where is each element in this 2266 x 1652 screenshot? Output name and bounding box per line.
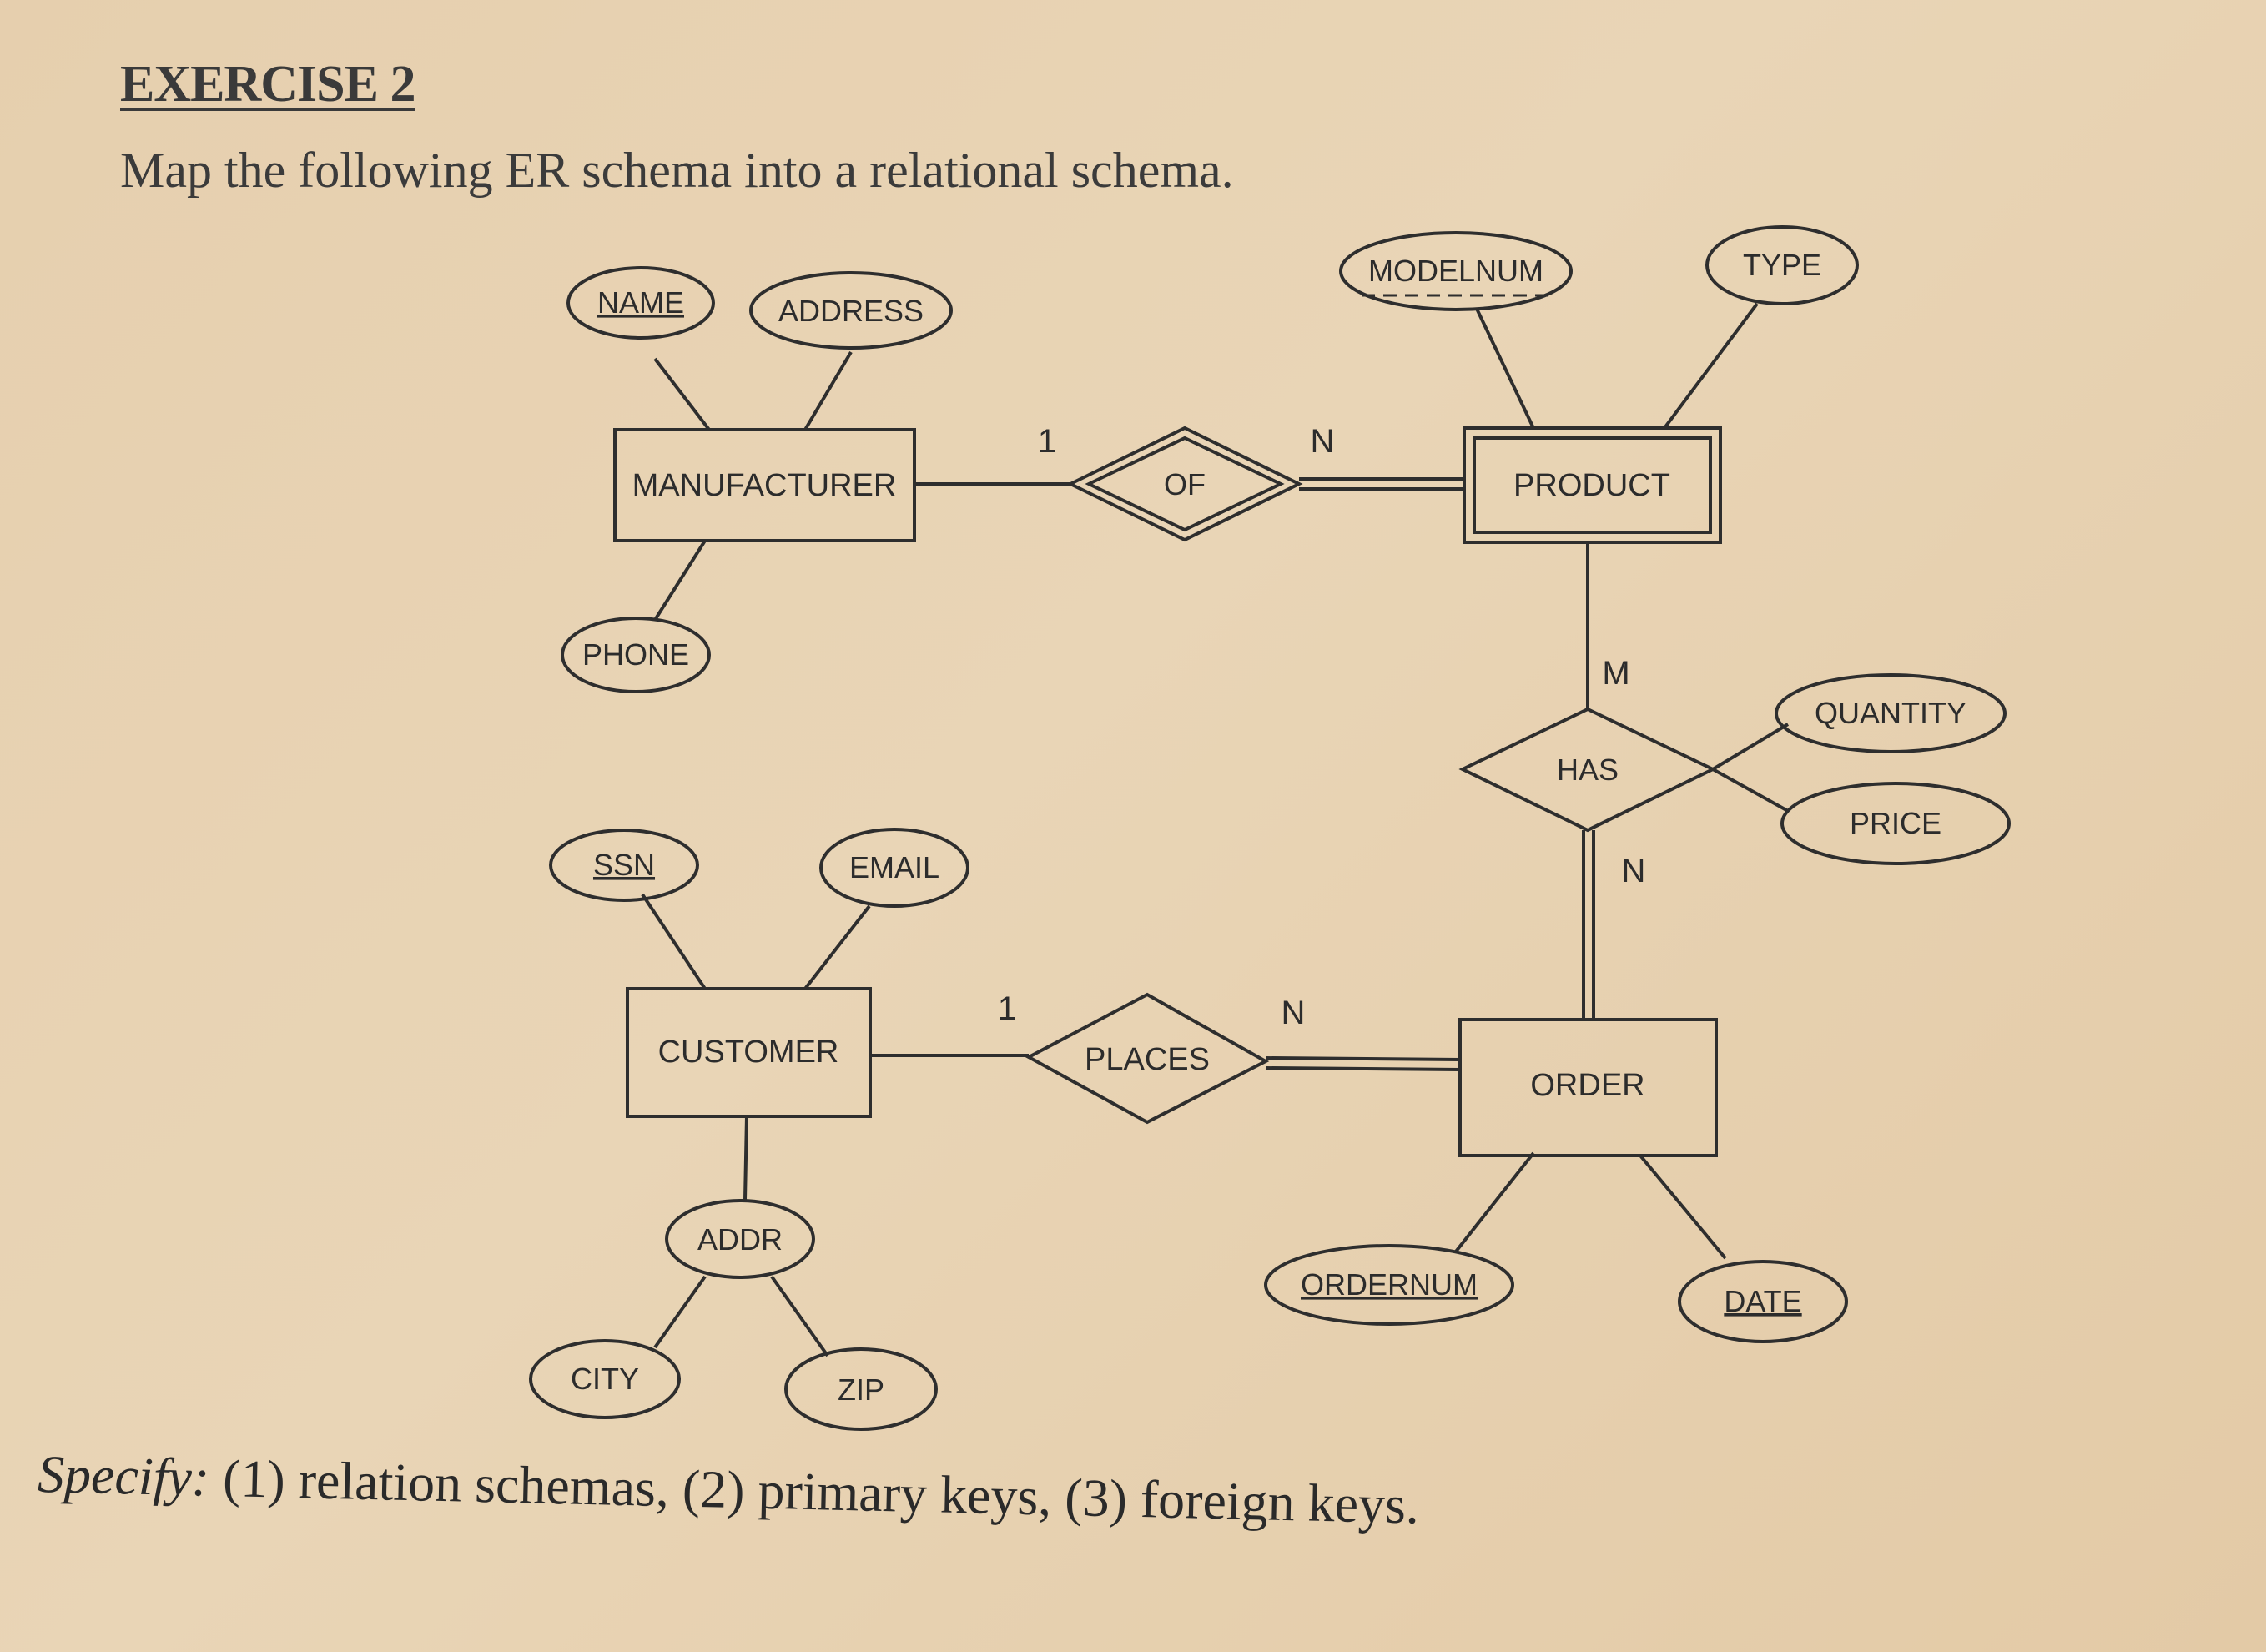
places-relationship-diamond <box>1025 992 1270 1125</box>
manufacturer-entity-label: MANUFACTURER <box>632 468 897 503</box>
zip-attribute-oval <box>784 1347 938 1431</box>
phone-attribute-label: PHONE <box>582 637 689 672</box>
address-attribute-label: ADDRESS <box>778 294 924 328</box>
places-relationship-label: PLACES <box>1085 1042 1210 1077</box>
places-customer-cardinality: 1 <box>998 990 1016 1027</box>
of-relationship-outer <box>1066 426 1303 542</box>
zip-attribute-link <box>770 1275 829 1357</box>
product-entity-box-inner <box>1473 436 1712 534</box>
date-attribute-label: DATE <box>1724 1284 1801 1318</box>
name-attribute-label: NAME <box>597 285 684 320</box>
quantity-attribute-oval <box>1775 673 2007 753</box>
city-attribute-label: CITY <box>571 1362 639 1396</box>
zip-attribute-label: ZIP <box>838 1372 884 1407</box>
modelnum-attribute-oval <box>1339 231 1573 311</box>
product-entity-box-outer <box>1463 426 1722 544</box>
places-order-cardinality: N <box>1282 995 1306 1031</box>
order-entity-label: ORDER <box>1530 1068 1644 1103</box>
ordernum-attribute-label: ORDERNUM <box>1301 1267 1478 1302</box>
email-attribute-label: EMAIL <box>849 850 939 884</box>
quantity-attribute-link <box>1711 723 1790 771</box>
specify-label: Specify: <box>37 1443 211 1508</box>
type-attribute-oval <box>1705 225 1859 305</box>
date-attribute-oval <box>1678 1260 1848 1343</box>
ssn-attribute-label: SSN <box>593 848 655 882</box>
modelnum-attribute-link <box>1475 308 1535 429</box>
has-product-cardinality: M <box>1602 655 1629 692</box>
ordernum-attribute-oval <box>1264 1244 1514 1326</box>
of-relationship-label: OF <box>1164 467 1206 501</box>
phone-attribute-oval <box>561 617 711 693</box>
of-product-cardinality: N <box>1311 423 1335 460</box>
email-attribute-link <box>803 904 871 990</box>
phone-attribute-link <box>653 539 707 622</box>
product-entity-label: PRODUCT <box>1513 468 1670 503</box>
of-manufacturer-cardinality: 1 <box>1038 423 1056 460</box>
has-relationship-label: HAS <box>1557 753 1619 787</box>
addr-attribute-link <box>743 1116 748 1201</box>
places-order-link-bottom <box>1265 1066 1461 1071</box>
addr-attribute-oval <box>665 1199 815 1279</box>
email-attribute-oval <box>819 828 969 908</box>
price-attribute-oval <box>1780 782 2011 865</box>
has-relationship-diamond <box>1458 707 1717 833</box>
manufacturer-entity-box <box>613 428 916 542</box>
address-attribute-oval <box>749 271 953 350</box>
ssn-attribute-oval <box>549 829 699 902</box>
places-order-link-top <box>1265 1056 1461 1061</box>
type-attribute-label: TYPE <box>1743 248 1821 282</box>
name-attribute-oval <box>566 266 715 340</box>
modelnum-attribute-label: MODELNUM <box>1368 254 1543 288</box>
addr-attribute-label: ADDR <box>697 1222 783 1257</box>
customer-entity-label: CUSTOMER <box>658 1035 839 1070</box>
address-attribute-link <box>803 350 853 431</box>
city-attribute-oval <box>529 1339 681 1419</box>
ssn-attribute-link <box>641 893 707 990</box>
name-attribute-link <box>653 357 711 431</box>
customer-entity-box <box>626 987 872 1118</box>
price-attribute-link <box>1712 768 1789 813</box>
exercise-instruction: Map the following ER schema into a relat… <box>120 143 1234 198</box>
of-relationship-inner <box>1085 436 1285 532</box>
quantity-attribute-label: QUANTITY <box>1815 696 1966 730</box>
type-attribute-link <box>1663 302 1759 430</box>
date-attribute-link <box>1639 1154 1727 1260</box>
order-entity-box <box>1458 1018 1718 1157</box>
has-order-cardinality: N <box>1622 853 1646 889</box>
ordernum-attribute-link <box>1454 1151 1535 1253</box>
price-attribute-label: PRICE <box>1850 806 1941 840</box>
exercise-title: EXERCISE 2 <box>120 56 415 113</box>
city-attribute-link <box>653 1275 707 1349</box>
